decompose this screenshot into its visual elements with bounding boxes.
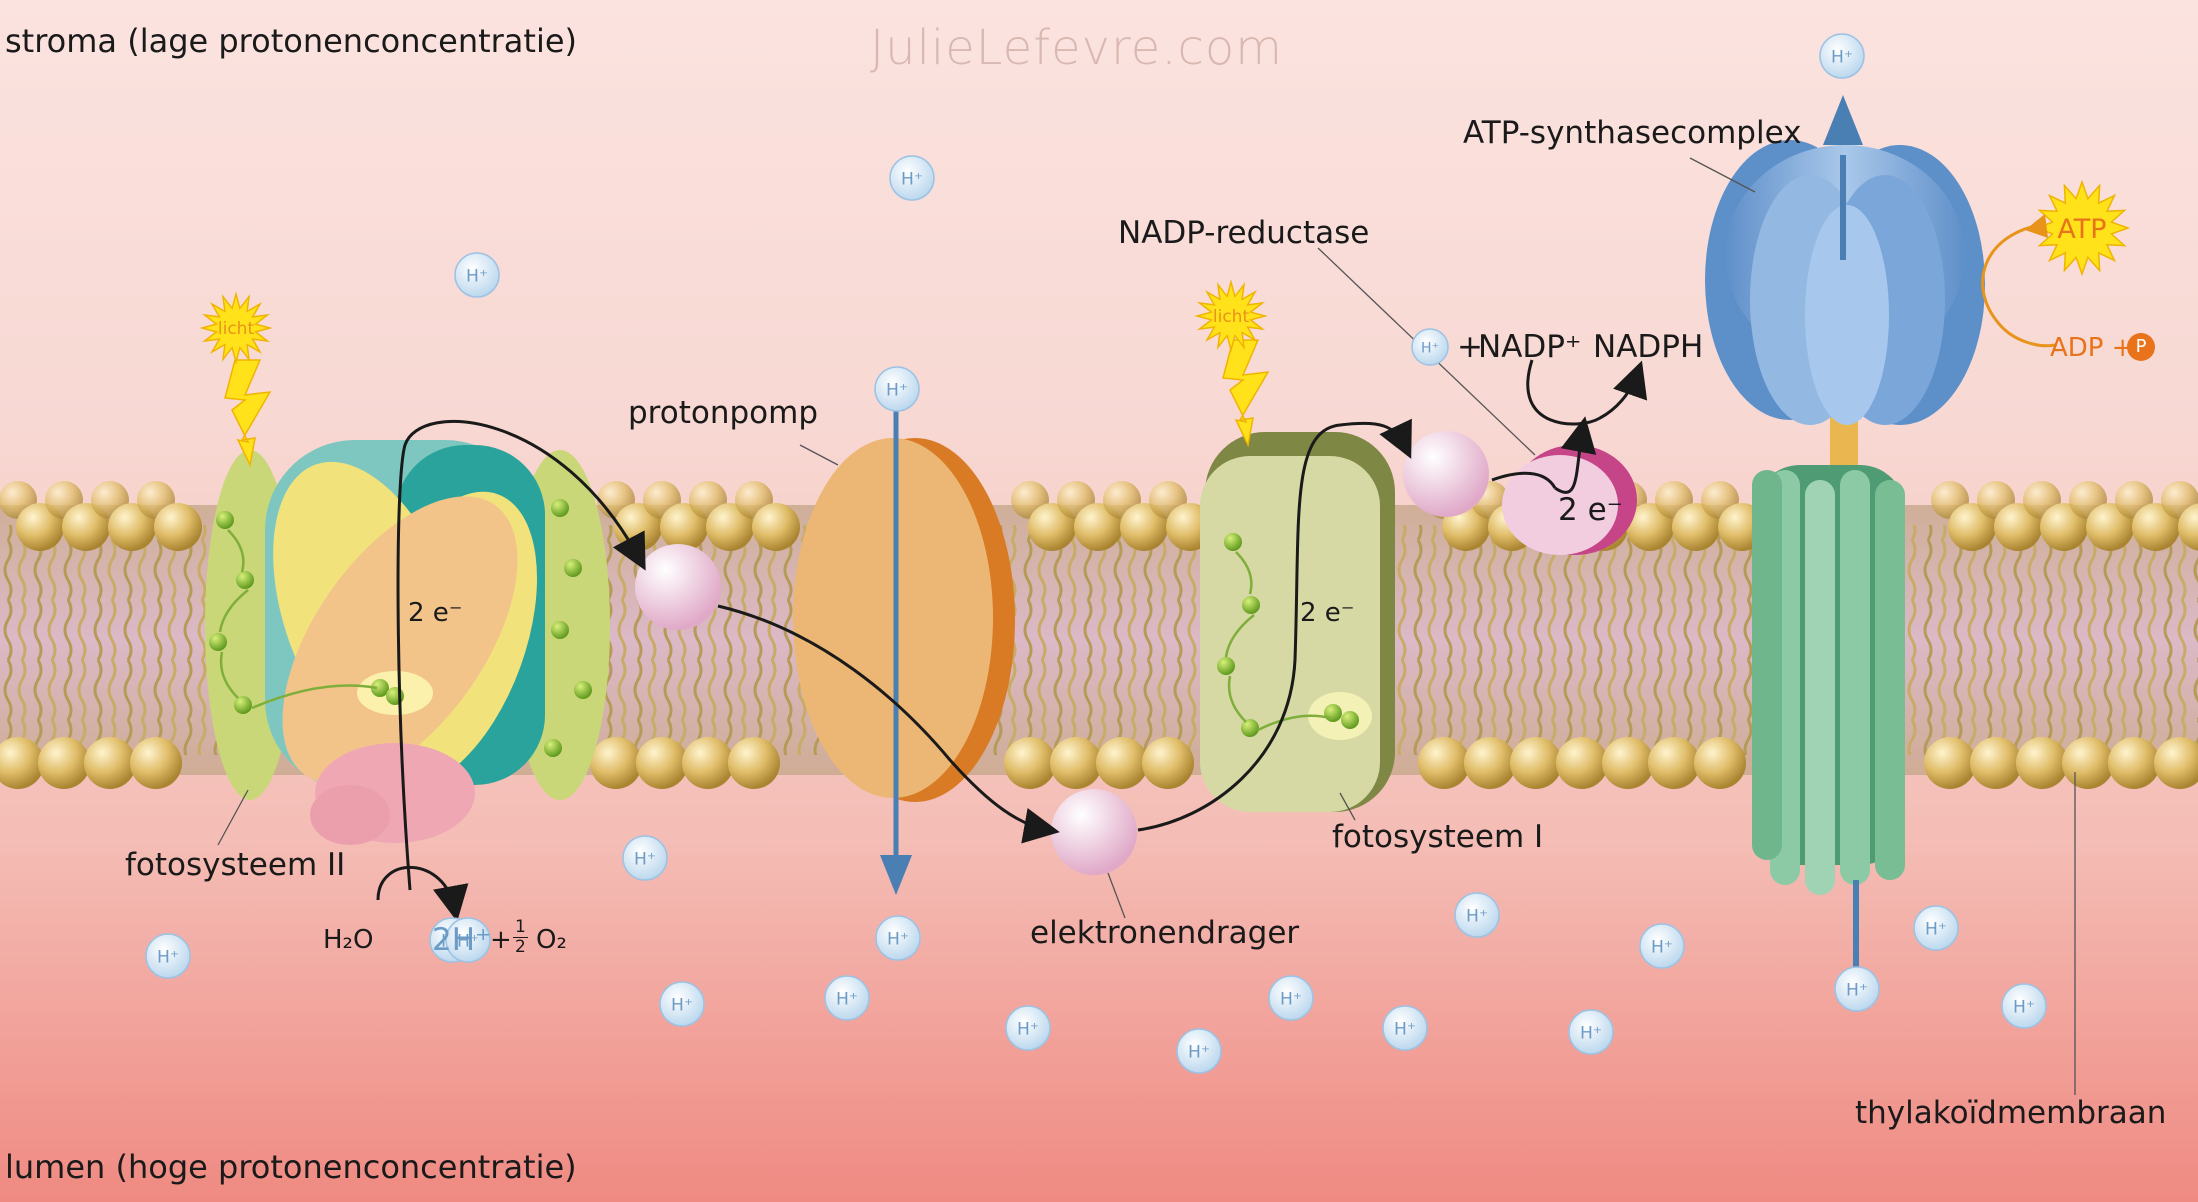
svg-text:H⁺: H⁺ <box>1466 907 1488 927</box>
svg-text:H⁺: H⁺ <box>887 930 909 950</box>
half-fraction: 1 2 <box>513 918 528 957</box>
light-bolts <box>224 339 1270 468</box>
label-photosystem-ii: fotosysteem II <box>125 847 346 883</box>
light-label: licht <box>1213 307 1250 327</box>
svg-text:H⁺: H⁺ <box>671 996 693 1016</box>
proton: H⁺ <box>1411 328 1449 366</box>
svg-text:H⁺: H⁺ <box>1831 48 1853 68</box>
proton: H⁺ <box>889 155 935 201</box>
light-label: licht <box>218 319 255 339</box>
stroma-label: stroma (lage protonenconcentratie) <box>5 22 578 60</box>
suns: licht licht ATP <box>199 179 2131 365</box>
proton: H⁺ <box>1834 966 1880 1012</box>
proton: H⁺ <box>1382 1005 1428 1051</box>
plus-sign-water: + <box>490 925 512 955</box>
svg-text:H⁺: H⁺ <box>2013 998 2035 1018</box>
label-proton-pump: protonpomp <box>628 395 818 431</box>
proton: H⁺ <box>659 981 705 1027</box>
proton: H⁺ <box>622 835 668 881</box>
proton: H⁺ <box>1819 33 1865 79</box>
label-thylakoid-membrane: thylakoïdmembraan <box>1855 1095 2167 1131</box>
svg-text:H⁺: H⁺ <box>901 170 923 190</box>
svg-text:H⁺: H⁺ <box>1280 990 1302 1010</box>
proton: H⁺ <box>2001 983 2047 1029</box>
label-atp-synthase: ATP-synthasecomplex <box>1463 115 1802 151</box>
proton: H⁺ <box>445 917 491 963</box>
proton: H⁺ <box>1639 923 1685 969</box>
svg-text:H⁺: H⁺ <box>886 381 908 401</box>
adp-label: ADP + <box>2050 333 2134 363</box>
svg-text:H⁺: H⁺ <box>1580 1024 1602 1044</box>
electrons-ps1: 2 e⁻ <box>1300 598 1355 628</box>
svg-text:H⁺: H⁺ <box>1421 340 1439 356</box>
lipid-heads-bottom <box>0 737 2198 789</box>
label-photosystem-i: fotosysteem I <box>1332 819 1544 855</box>
proton-flow-arrows <box>880 95 1863 895</box>
electrons-nadp: 2 e⁻ <box>1558 492 1624 528</box>
svg-text:H⁺: H⁺ <box>1651 938 1673 958</box>
proton: H⁺ <box>1268 975 1314 1021</box>
svg-text:H⁺: H⁺ <box>836 990 858 1010</box>
svg-text:H⁺: H⁺ <box>457 932 479 952</box>
nadp-label: NADP⁺ <box>1478 329 1582 365</box>
half-denominator: 2 <box>515 937 526 957</box>
oxygen-label: O₂ <box>536 925 567 955</box>
protons: H⁺ H⁺ H⁺ H⁺ H⁺ H⁺ H⁺ H⁺ H⁺ H⁺ H⁺ H⁺ H⁺ H⁺ H⁺ H⁺ H⁺ H⁺ H⁺ H⁺… <box>145 33 2047 1074</box>
svg-text:H⁺: H⁺ <box>466 267 488 287</box>
electron-path <box>376 359 1648 922</box>
chlorophyll-dots <box>209 499 592 757</box>
proton: H⁺ <box>454 252 500 298</box>
electron-carriers <box>635 431 1489 875</box>
proton: H⁺ <box>1005 1005 1051 1051</box>
svg-text:H⁺: H⁺ <box>157 948 179 968</box>
proton: H⁺ <box>145 933 191 979</box>
svg-text:H⁺: H⁺ <box>1925 920 1947 940</box>
plus-sign: + <box>1457 329 1483 365</box>
nadph-label: NADPH <box>1593 329 1704 365</box>
proton: H⁺ <box>1913 905 1959 951</box>
proton: H⁺ <box>875 915 921 961</box>
svg-text:H⁺: H⁺ <box>1394 1020 1416 1040</box>
svg-text:H⁺: H⁺ <box>634 850 656 870</box>
half-numerator: 1 <box>513 917 528 938</box>
watermark: JulieLefevre.com <box>870 20 1284 76</box>
lumen-label: lumen (hoge protonenconcentratie) <box>5 1148 577 1186</box>
proton: H⁺ <box>1176 1028 1222 1074</box>
nadp-reductase <box>1502 445 1637 555</box>
photosystem-ii <box>205 440 610 845</box>
adp-to-atp-arrow <box>1981 223 2056 348</box>
svg-text:H⁺: H⁺ <box>1188 1043 1210 1063</box>
two-h-label: 2H⁺ <box>432 922 492 958</box>
proton: H⁺ <box>824 975 870 1021</box>
photosystem-i <box>1200 432 1395 812</box>
sun-ps2: licht <box>199 291 273 365</box>
water-label: H₂O <box>323 925 374 955</box>
proton: H⁺ <box>1568 1009 1614 1055</box>
atp-sun: ATP <box>2033 179 2131 277</box>
label-electron-carrier: elektronendrager <box>1030 915 1300 951</box>
svg-text:H⁺: H⁺ <box>1846 981 1868 1001</box>
svg-text:H⁺: H⁺ <box>1017 1020 1039 1040</box>
sun-ps1: licht <box>1194 279 1268 353</box>
proton: H⁺ <box>874 366 920 412</box>
atp-label: ATP <box>2057 214 2106 245</box>
label-nadp-reductase: NADP-reductase <box>1118 215 1370 251</box>
phosphate-badge: P <box>2127 333 2155 361</box>
proton-pump <box>793 438 1015 802</box>
proton: H⁺ <box>1454 892 1500 938</box>
electrons-ps2: 2 e⁻ <box>408 598 463 628</box>
